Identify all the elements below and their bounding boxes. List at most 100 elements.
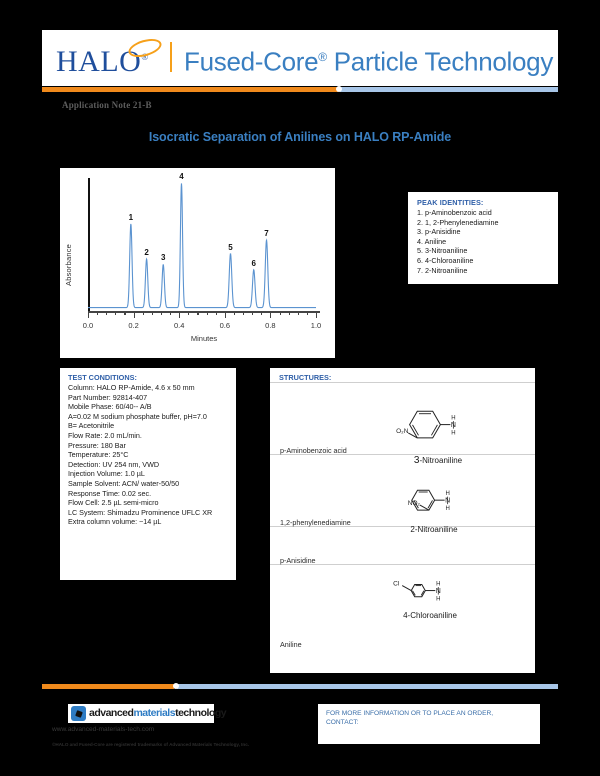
structure-caption: 3-Nitroaniline [384, 455, 492, 466]
ring-double-bond [431, 424, 438, 436]
x-tick-major [270, 312, 272, 318]
test-condition-item: B= Acetonitrile [68, 421, 115, 431]
test-condition-item: A=0.02 M sodium phosphate buffer, pH=7.0 [68, 411, 207, 421]
page-header: HALO® Fused-Core® Particle Technology [42, 30, 558, 86]
x-tick-minor [97, 312, 99, 315]
test-condition-item: Mobile Phase: 60/40-- A/B [68, 402, 152, 412]
page-title: Isocratic Separation of Anilines on HALO… [148, 130, 452, 144]
ring-double-bond [420, 590, 425, 596]
atom-label: H [451, 431, 455, 437]
tagline-fused-core: Fused-Core [184, 46, 319, 77]
company-url[interactable]: www.advanced-materials-tech.com [52, 726, 155, 733]
structure-row [270, 526, 535, 527]
company-logo: advancedmaterialstechnology [68, 704, 227, 723]
x-tick-minor [297, 312, 299, 315]
company-word-materials: materials [133, 707, 176, 719]
molecule-structure: NHHO₂N [388, 384, 476, 459]
contact-text: FOR MORE INFORMATION OR TO PLACE AN ORDE… [326, 709, 493, 727]
peak-number-label: 2 [144, 248, 149, 257]
header-tagline: Fused-Core® Particle Technology [184, 38, 553, 81]
peak-identity-item: 3. p-Anisidine [417, 227, 461, 237]
peak-number-label: 4 [179, 172, 184, 182]
test-condition-item: Sample Solvent: ACN/ water-50/50 [68, 478, 180, 488]
test-condition-item: Injection Volume: 1.0 µL [68, 469, 145, 479]
peak-identity-item: 1. p-Aminobenzoic acid [417, 208, 492, 217]
x-tick-major [316, 312, 318, 318]
x-tick-minor [233, 312, 235, 315]
company-mark-icon [71, 706, 86, 721]
peak-identity-item: 5. 3-Nitroaniline [417, 246, 468, 256]
structure-caption-number: 3 [413, 455, 420, 466]
structure-compound-name: p-Aminobenzoic acid [280, 446, 347, 455]
peak-identity-item: 4. Aniline [417, 236, 447, 246]
x-tick-minor [197, 312, 199, 315]
test-condition-item: Flow Cell: 2.5 µL semi-micro [68, 498, 159, 508]
chart-y-axis-label: Absorbance [64, 243, 73, 287]
peak-identities-title: PEAK IDENTITIES: [417, 198, 484, 207]
x-tick-label: 1.0 [310, 321, 322, 330]
atom-label: H [445, 506, 449, 512]
footer-rule-dot [173, 683, 179, 689]
peak-identity-item: 7. 2-Nitroaniline [417, 265, 468, 275]
bond-line [408, 432, 418, 439]
peak-number-label: 3 [161, 253, 166, 263]
structure-row [270, 564, 535, 565]
contact-line-2: CONTACT: [326, 719, 359, 726]
application-note-label: Application Note 21-B [62, 100, 152, 110]
header-rule-blue [340, 87, 558, 92]
test-condition-item: Column: HALO RP-Amide, 4.6 x 50 mm [68, 383, 195, 392]
halo-wordmark: HALO® [56, 42, 149, 77]
atom-label: H [436, 597, 440, 603]
peak-number-label: 7 [264, 229, 269, 239]
test-conditions-panel: TEST CONDITIONS: Column: HALO RP-Amide, … [60, 368, 236, 580]
footer-rule-orange [42, 684, 174, 689]
x-tick-minor [261, 312, 263, 315]
structure-compound-name: Aniline [280, 640, 302, 649]
x-tick-label: 0.4 [173, 321, 185, 330]
x-tick-minor [188, 312, 190, 315]
x-tick-minor [252, 312, 254, 315]
peak-identity-item: 2. 1, 2-Phenylenediamine [417, 217, 499, 227]
atom-label: H [445, 491, 449, 497]
company-word-technology: technology [175, 707, 227, 719]
structure-caption-text: 2-Nitroaniline [410, 525, 458, 534]
peak-number-label: 6 [251, 258, 256, 268]
x-tick-minor [243, 312, 245, 315]
chart-y-axis [88, 178, 90, 313]
x-tick-minor [151, 312, 153, 315]
peak-number-label: 5 [228, 242, 233, 252]
atom-label: O₂N [396, 428, 409, 435]
x-tick-minor [215, 312, 217, 315]
x-tick-minor [279, 312, 281, 315]
chart-x-axis [88, 311, 320, 313]
x-tick-minor [160, 312, 163, 315]
x-tick-label: 0.6 [219, 321, 231, 330]
x-tick-label: 0.2 [128, 321, 139, 330]
peak-identity-item: 6. 4-Chloroaniline [417, 255, 474, 265]
x-tick-major [133, 312, 135, 318]
structure-row [270, 382, 535, 383]
test-condition-item: Response Time: 0.02 sec. [68, 488, 152, 498]
atom-label: Cl [393, 581, 400, 588]
x-tick-minor [170, 312, 172, 315]
test-condition-item: Temperature: 25°C [68, 450, 129, 460]
molecule-structure: NHHCl [388, 572, 460, 609]
trademark-notice: ©HALO and Fused-Core are registered trad… [52, 742, 250, 747]
header-rule-dot [336, 86, 342, 92]
structure-row [270, 454, 535, 455]
x-tick-minor [288, 312, 290, 315]
footer-rule-blue [177, 684, 558, 689]
x-tick-label: 0.8 [265, 321, 276, 330]
ring-double-bond [427, 500, 433, 509]
halo-logo: HALO® [56, 35, 168, 77]
contact-panel: FOR MORE INFORMATION OR TO PLACE AN ORDE… [318, 704, 540, 744]
benzene-ring [410, 584, 426, 598]
structure-caption: 2-Nitroaniline [394, 525, 474, 534]
trace-path [88, 183, 316, 307]
halo-word: HALO [56, 45, 142, 78]
structure-caption-text: -Nitroaniline [419, 456, 463, 465]
